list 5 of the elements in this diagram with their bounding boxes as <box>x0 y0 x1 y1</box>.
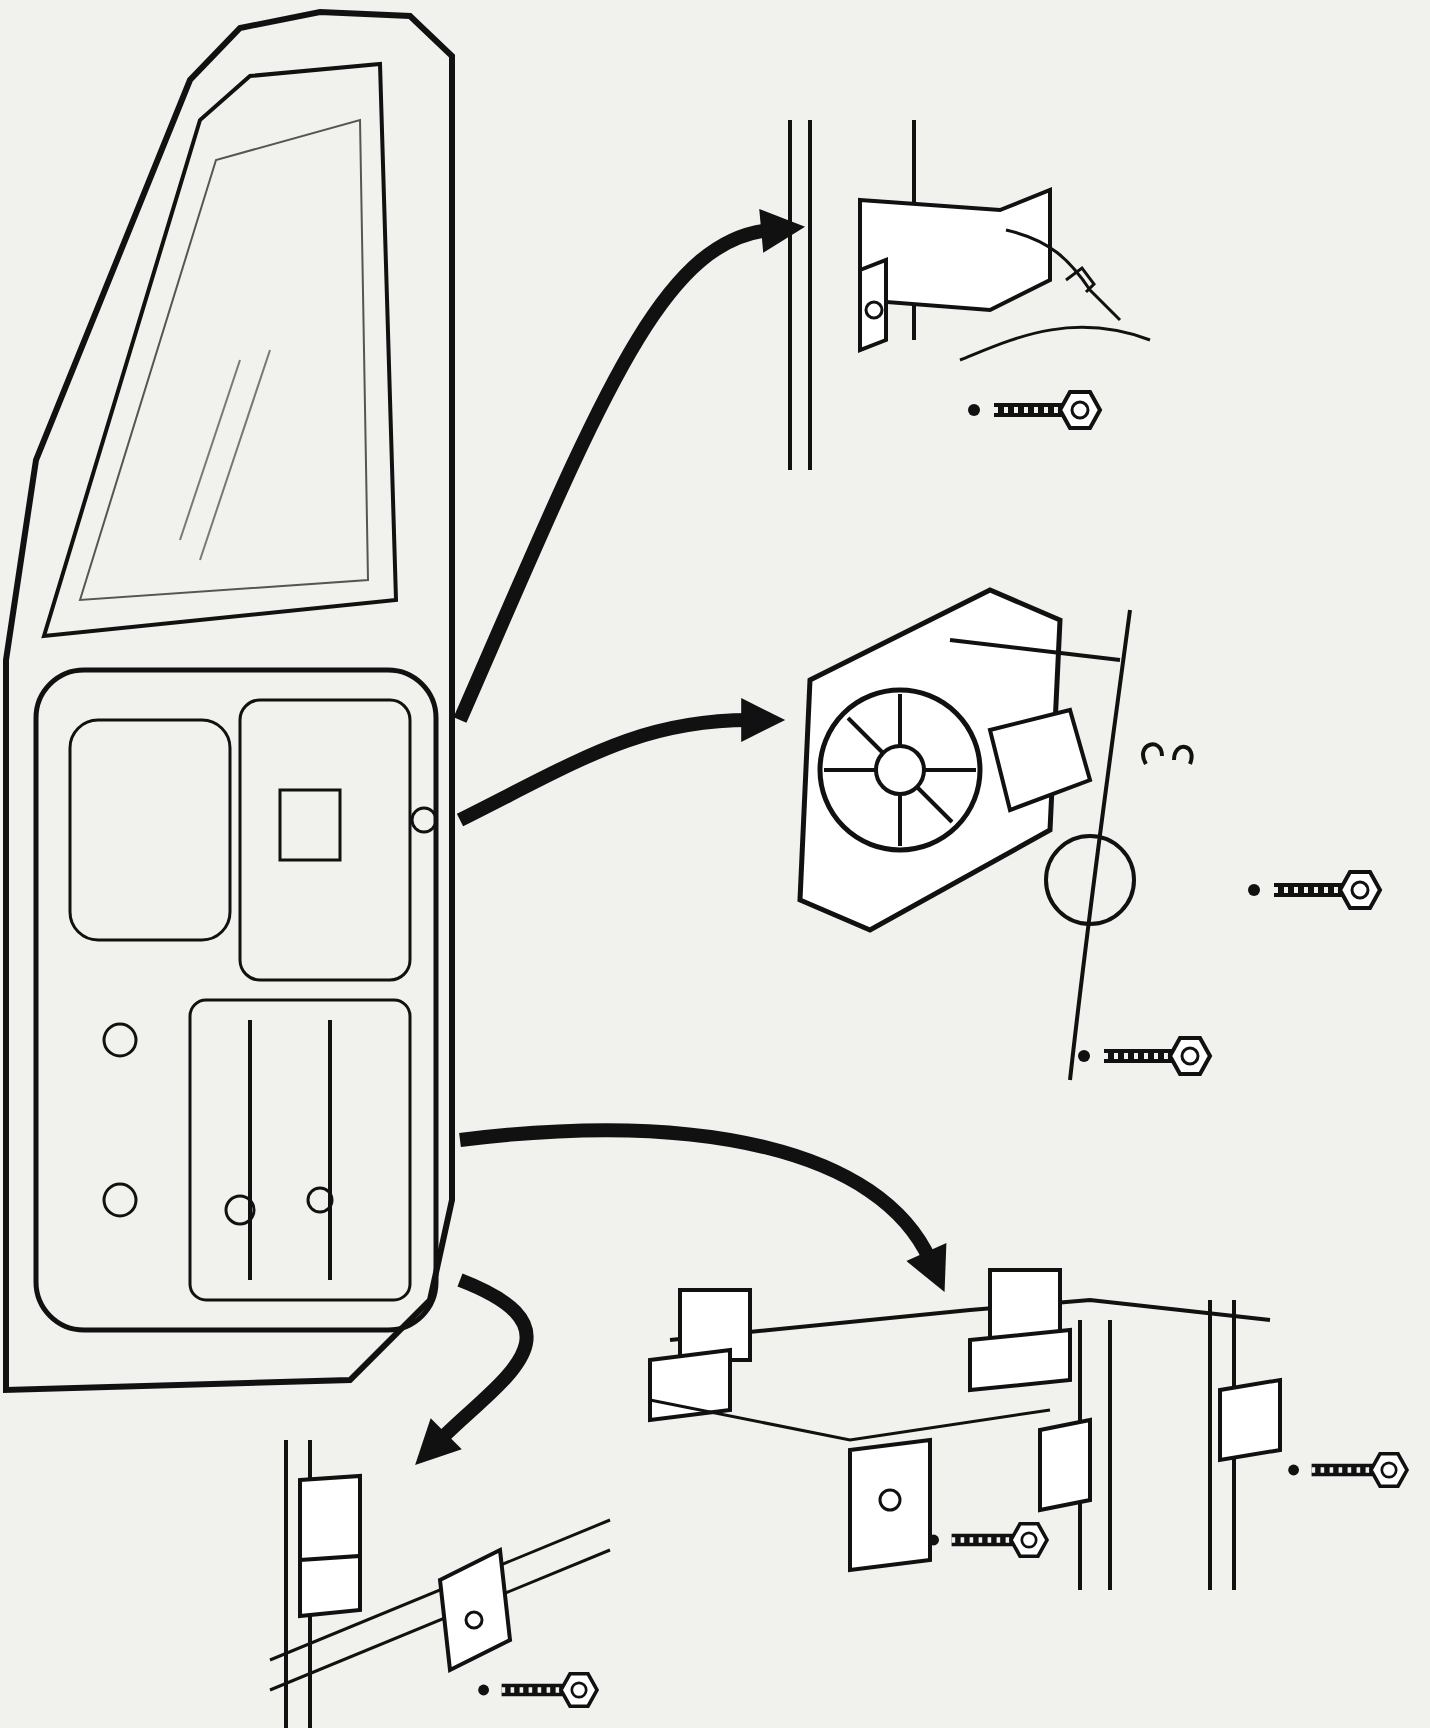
arrow <box>414 1273 533 1465</box>
arrow <box>456 698 786 827</box>
arrow <box>453 210 805 723</box>
bracket-drawing <box>270 1440 610 1728</box>
arrow <box>459 1123 948 1291</box>
